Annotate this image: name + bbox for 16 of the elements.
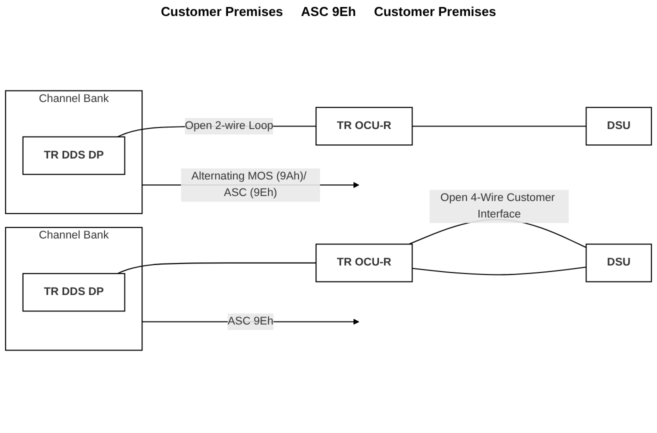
connector — [412, 266, 586, 276]
edge-label: ASC 9Eh — [228, 315, 274, 328]
edge-label: Open 2-wire Loop — [184, 120, 274, 132]
connector — [412, 126, 586, 127]
note-label: ASC 9Eh — [301, 4, 356, 19]
edge-label: Open 4-Wire Customer Interface — [440, 192, 555, 220]
note-label: Customer Premises — [374, 4, 496, 19]
node-box: TR OCU-R — [316, 244, 413, 282]
node-box: TR OCU-R — [316, 106, 413, 146]
node-box: TR DDS DP — [22, 136, 126, 175]
node-box: TR DDS DP — [22, 273, 126, 312]
node-box: DSU — [586, 106, 652, 146]
node-box: DSU — [586, 244, 652, 282]
edge-label: Alternating MOS (9Ah)/ ASC (9Eh) — [191, 170, 307, 199]
connector — [117, 262, 316, 274]
note-label: Customer Premises — [160, 4, 284, 19]
